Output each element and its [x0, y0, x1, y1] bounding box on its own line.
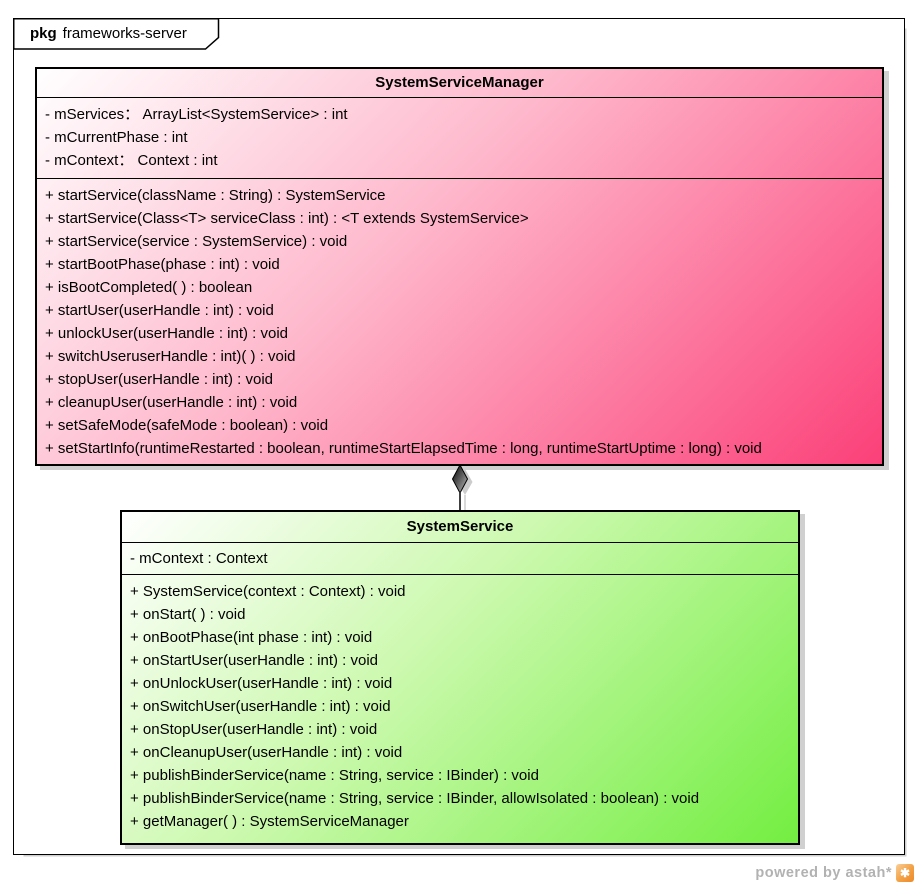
method-row: + onCleanupUser(userHandle : int) : void	[130, 744, 403, 761]
method-row: + onUnlockUser(userHandle : int) : void	[130, 675, 393, 692]
method-row: + onStartUser(userHandle : int) : void	[130, 652, 379, 669]
method-section: + SystemService(context : Context) : voi…	[122, 575, 798, 833]
method-row: + stopUser(userHandle : int) : void	[45, 371, 274, 388]
class-title: SystemService	[122, 512, 798, 543]
method-row: + isBootCompleted( ) : boolean	[45, 279, 253, 296]
package-tab[interactable]: pkg frameworks-server	[13, 18, 220, 50]
method-row: + onStopUser(userHandle : int) : void	[130, 721, 378, 738]
method-row: + publishBinderService(name : String, se…	[130, 767, 539, 784]
method-section: + startService(className : String) : Sys…	[37, 179, 882, 460]
package-tab-shape	[13, 18, 220, 50]
method-row: + onStart( ) : void	[130, 606, 246, 623]
package-frame[interactable]	[13, 18, 905, 855]
method-row: + startBootPhase(phase : int) : void	[45, 256, 280, 273]
method-row: + publishBinderService(name : String, se…	[130, 790, 700, 807]
package-name: frameworks-server	[62, 25, 187, 42]
method-row: + setSafeMode(safeMode : boolean) : void	[45, 417, 329, 434]
method-row: + setStartInfo(runtimeRestarted : boolea…	[45, 440, 762, 457]
package-tab-label: pkg frameworks-server	[30, 25, 187, 42]
attribute-section: - mServices： ArrayList<SystemService> : …	[37, 98, 882, 179]
method-row: + cleanupUser(userHandle : int) : void	[45, 394, 298, 411]
attribute-row: - mContext： Context : int	[45, 152, 218, 169]
watermark: powered by astah* ✱	[755, 864, 914, 882]
package-keyword: pkg	[30, 25, 57, 42]
attribute-row: - mCurrentPhase : int	[45, 129, 188, 146]
method-row: + switchUseruserHandle : int)( ) : void	[45, 348, 296, 365]
method-row: + unlockUser(userHandle : int) : void	[45, 325, 289, 342]
method-row: + getManager( ) : SystemServiceManager	[130, 813, 409, 830]
class-system-service-manager[interactable]: SystemServiceManager - mServices： ArrayL…	[35, 67, 884, 466]
method-row: + startService(className : String) : Sys…	[45, 187, 386, 204]
attribute-section: - mContext : Context	[122, 543, 798, 575]
astah-logo-icon: ✱	[896, 864, 914, 882]
composition-connector[interactable]	[445, 463, 479, 514]
method-row: + startUser(userHandle : int) : void	[45, 302, 274, 319]
method-row: + startService(Class<T> serviceClass : i…	[45, 210, 529, 227]
method-row: + onSwitchUser(userHandle : int) : void	[130, 698, 391, 715]
watermark-text: powered by astah*	[755, 865, 892, 881]
method-row: + onBootPhase(int phase : int) : void	[130, 629, 373, 646]
method-row: + startService(service : SystemService) …	[45, 233, 348, 250]
class-title: SystemServiceManager	[37, 69, 882, 98]
attribute-row: - mContext : Context	[130, 550, 268, 567]
class-system-service[interactable]: SystemService - mContext : Context + Sys…	[120, 510, 800, 845]
composition-diamond-icon	[451, 463, 473, 514]
attribute-row: - mServices： ArrayList<SystemService> : …	[45, 106, 348, 123]
method-row: + SystemService(context : Context) : voi…	[130, 583, 406, 600]
